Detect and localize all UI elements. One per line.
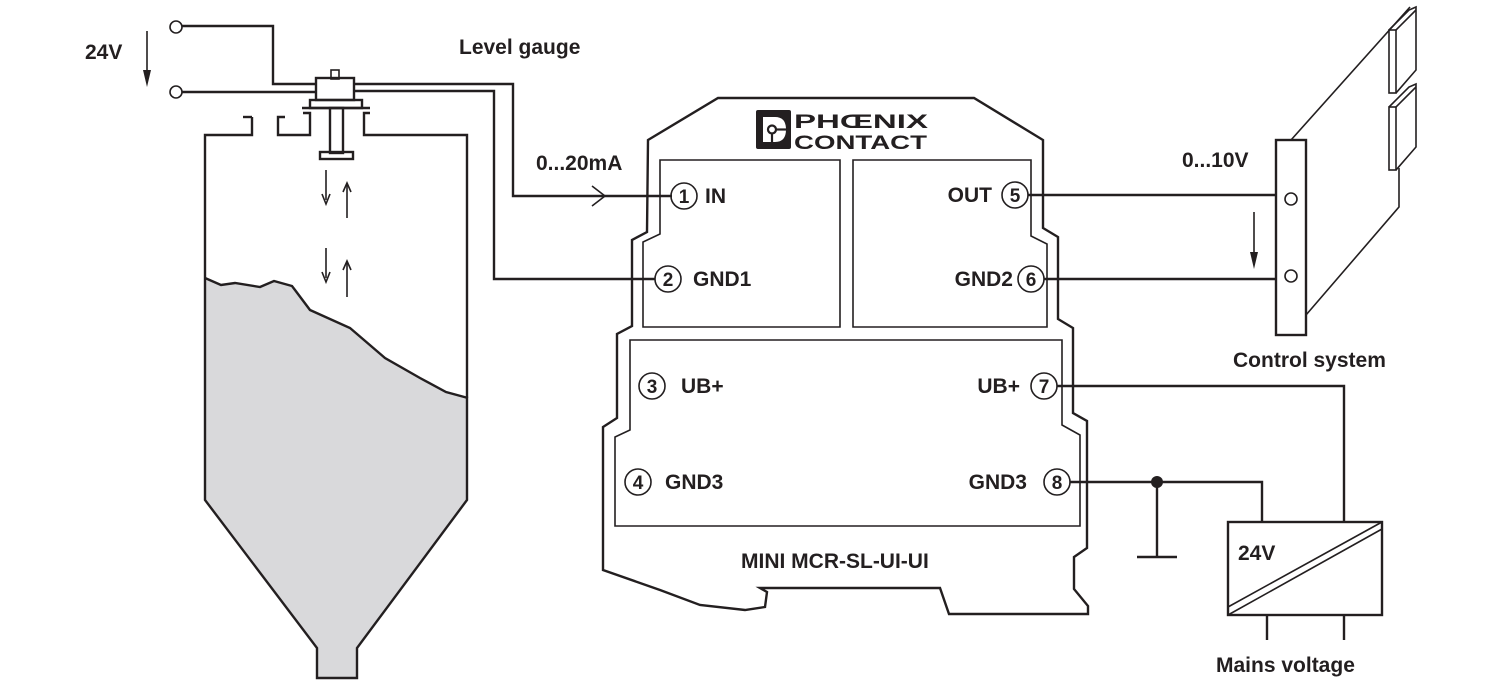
svg-text:UB+: UB+ [681,375,724,398]
terminal-2: 2 GND1 [654,265,752,293]
control-system-card [1274,5,1417,337]
svg-text:3: 3 [647,377,658,398]
supply-terminal-minus [169,85,183,99]
module-housing-outline [601,96,1090,616]
supply-voltage-label: 24V [85,41,122,64]
svg-text:GND2: GND2 [955,268,1013,291]
arrow-down-icon [1250,212,1258,269]
sensor-rod [328,106,345,155]
module-panel-output [852,159,1048,328]
terminal-1: 1 IN [670,182,726,210]
card-front-panel [1274,138,1308,337]
svg-text:2: 2 [663,270,674,291]
level-gauge-label: Level gauge [459,36,580,59]
svg-text:GND3: GND3 [969,471,1027,494]
module-panel-power [614,339,1081,527]
terminal-4: 4 GND3 [624,468,723,496]
terminal-3: 3 UB+ [638,372,724,400]
silo-material-surface [204,276,469,400]
module-mini-mcr: PHŒNIX CONTACT 1 IN 2 GND1 3 UB+ 4 GND3 … [601,96,1090,616]
svg-text:IN: IN [705,185,726,208]
svg-text:UB+: UB+ [977,375,1020,398]
silo [203,111,469,680]
card-terminal-out [1284,192,1298,206]
sensor-head [314,76,356,102]
svg-text:8: 8 [1052,473,1063,494]
module-panel-input [642,159,841,328]
silo-outline [203,111,469,680]
svg-text:7: 7 [1039,377,1050,398]
terminal-7: 7 UB+ [977,372,1058,400]
card-terminal-gnd [1284,269,1298,283]
echo-arrows [321,170,352,297]
ground-icon [1137,482,1177,559]
control-system-label: Control system [1233,349,1386,372]
logo-text-line2: CONTACT [794,133,928,154]
svg-text:6: 6 [1026,270,1037,291]
wire-supply-plus [182,24,316,86]
phoenix-contact-logo: PHŒNIX CONTACT [756,110,929,154]
wire-gnd3 [1070,480,1264,522]
svg-text:GND1: GND1 [693,268,752,291]
signal-out-label: 0...10V [1182,149,1249,172]
sensor-probe [318,150,355,161]
svg-text:GND3: GND3 [665,471,723,494]
svg-text:5: 5 [1010,186,1021,207]
level-gauge-sensor [302,69,370,297]
terminal-5: 5 OUT [948,181,1029,209]
signal-arrow-icon [591,185,607,207]
silo-inlet-right [276,111,312,137]
svg-text:1: 1 [679,187,690,208]
svg-text:4: 4 [633,473,644,494]
arrow-down-icon [143,31,151,87]
card-connector-top [1388,29,1397,94]
silo-material-fill [205,278,467,678]
power-supply-box [1226,520,1384,617]
wire-signal-in [354,82,672,198]
power-supply-voltage-label: 24V [1238,542,1275,565]
wire-ub-plus [1057,384,1346,522]
logo-text-line1: PHŒNIX [794,112,929,133]
supply-terminal-plus [169,20,183,34]
power-supply-24v: 24V [1226,520,1384,640]
mains-voltage-label: Mains voltage [1216,654,1355,677]
wire-gnd1 [354,89,655,281]
terminal-8: 8 GND3 [969,468,1071,496]
card-connector-bottom [1388,106,1397,171]
module-model-label: MINI MCR-SL-UI-UI [741,550,929,573]
terminal-6: 6 GND2 [955,265,1045,293]
signal-in-label: 0...20mA [536,152,622,175]
svg-text:OUT: OUT [948,184,993,207]
